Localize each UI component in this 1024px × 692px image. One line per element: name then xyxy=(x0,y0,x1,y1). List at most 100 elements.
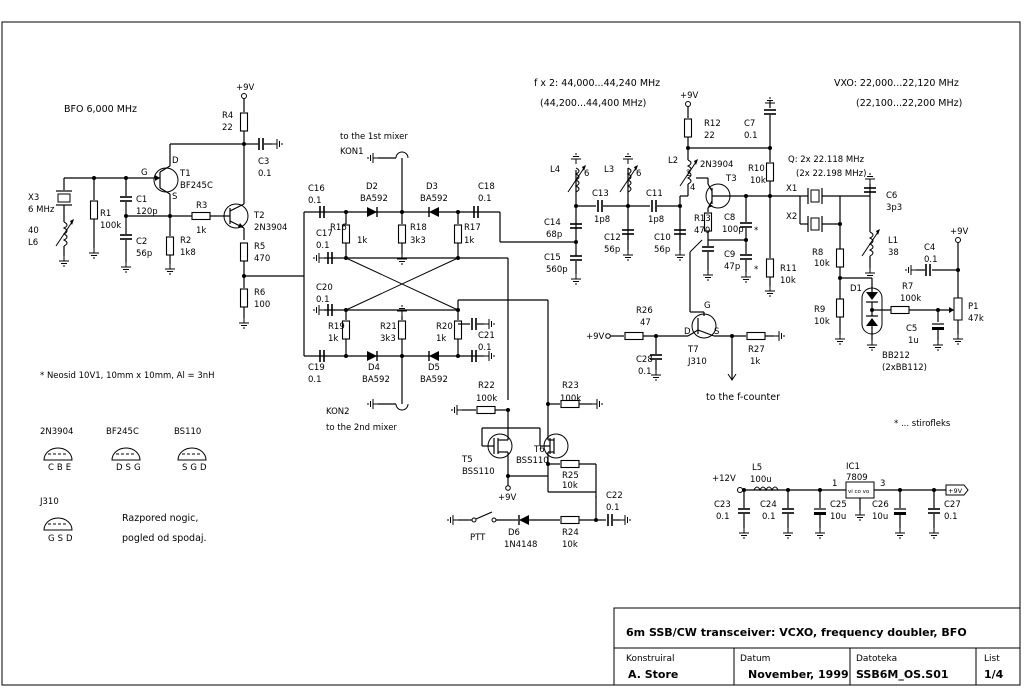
t7-pin-s: S xyxy=(714,327,719,337)
l5-value: 100u xyxy=(750,475,772,485)
t7-type: J310 xyxy=(687,357,707,367)
c25-label: C25 xyxy=(830,500,847,510)
c6-value: 3p3 xyxy=(886,203,902,213)
c18-label: C18 xyxy=(478,182,495,192)
c3-label: C3 xyxy=(258,157,269,167)
c2-value: 56p xyxy=(136,249,152,259)
r20-label: R20 xyxy=(436,322,453,332)
x3-label: X3 xyxy=(28,193,39,203)
svg-text:*: * xyxy=(754,226,758,236)
vxo-section: VXO: 22,000...22,120 MHz (22,100...22,20… xyxy=(786,78,984,429)
package-bs110: BS110 SGD xyxy=(174,427,207,473)
c18-value: 0.1 xyxy=(478,194,492,204)
note-to-mixer1: to the 1st mixer xyxy=(340,132,408,142)
r6-label: R6 xyxy=(254,288,265,298)
c28-value: 0.1 xyxy=(638,367,652,377)
c1-label: C1 xyxy=(136,195,147,205)
file-label: Datoteka xyxy=(856,654,897,664)
c12-value: 56p xyxy=(604,245,620,255)
c5-label: C5 xyxy=(906,324,917,334)
r25-value: 10k xyxy=(562,481,578,491)
l3-label: L3 xyxy=(604,165,614,175)
r5-value: 470 xyxy=(254,254,270,264)
c22-label: C22 xyxy=(606,491,623,501)
package-j310: J310 GSD xyxy=(39,497,73,544)
t3-label: T3 xyxy=(725,174,737,184)
r24-value: 10k xyxy=(562,540,578,550)
c14-value: 68p xyxy=(546,230,562,240)
vxo-note-2: (22,100...22,200 MHz) xyxy=(856,98,962,109)
c14-label: C14 xyxy=(544,218,561,228)
r9-label: R9 xyxy=(814,305,825,315)
l2-label: L2 xyxy=(668,156,678,166)
c24-label: C24 xyxy=(760,500,777,510)
rail-9v-bfo: +9V xyxy=(236,83,255,93)
p1-value: 47k xyxy=(968,314,984,324)
c11-value: 1p8 xyxy=(648,215,664,225)
t5-label: T5 xyxy=(461,455,473,465)
ic1-pin1: 1 xyxy=(832,479,837,489)
d2-label: D2 xyxy=(366,182,378,192)
ic1-pin-names: vi co vo xyxy=(848,489,870,495)
c23-value: 0.1 xyxy=(716,512,730,522)
r27-label: R27 xyxy=(748,345,765,355)
r22-value: 100k xyxy=(476,394,497,404)
t1-pin-s: S xyxy=(172,192,177,202)
d5-type: BA592 xyxy=(420,375,448,385)
c26-label: C26 xyxy=(872,500,889,510)
note-pinout-2: pogled od spodaj. xyxy=(122,533,207,544)
r5-label: R5 xyxy=(254,242,265,252)
c10-label: C10 xyxy=(654,233,671,243)
note-to-mixer2: to the 2nd mixer xyxy=(326,423,397,433)
t1-type: BF245C xyxy=(180,181,213,191)
c21-label: C21 xyxy=(478,331,495,341)
c20-label: C20 xyxy=(316,283,333,293)
r9-value: 10k xyxy=(814,317,830,327)
file-value: SSB6M_OS.S01 xyxy=(856,668,949,681)
c13-value: 1p8 xyxy=(594,215,610,225)
c24-value: 0.1 xyxy=(762,512,776,522)
r6-value: 100 xyxy=(254,300,270,310)
d6-label: D6 xyxy=(508,528,520,538)
c6-label: C6 xyxy=(886,191,897,201)
r23-value: 100k xyxy=(560,394,581,404)
l6-value: 40 xyxy=(28,226,39,236)
r26-value: 47 xyxy=(640,318,651,328)
c7-value: 0.1 xyxy=(744,131,758,141)
r26-label: R26 xyxy=(636,306,653,316)
x3-value: 6 MHz xyxy=(28,205,55,215)
r18-value: 3k3 xyxy=(410,236,426,246)
r1-label: R1 xyxy=(100,209,111,219)
r21-label: R21 xyxy=(380,322,397,332)
package-bf245c-pins: DSG xyxy=(116,463,144,473)
package-bf245c-name: BF245C xyxy=(106,427,139,437)
r17-value: 1k xyxy=(464,236,474,246)
c13-label: C13 xyxy=(592,189,609,199)
rail-12v: +12V xyxy=(712,474,736,484)
r7-value: 100k xyxy=(900,294,921,304)
d3-label: D3 xyxy=(426,182,438,192)
r8-label: R8 xyxy=(812,248,823,258)
designer-value: A. Store xyxy=(628,668,678,681)
bfo-section: BFO 6,000 MHz +9V R4 22 C3 0.1 D S G T1 … xyxy=(28,83,304,329)
designer-label: Konstruiral xyxy=(626,654,675,664)
r10-label: R10 xyxy=(748,164,765,174)
x2-label: X2 xyxy=(786,212,797,222)
t1-pin-d: D xyxy=(172,156,179,166)
ic1-label: IC1 xyxy=(846,462,860,472)
c27-value: 0.1 xyxy=(944,512,958,522)
r3-value: 1k xyxy=(196,226,206,236)
l1-label: L1 xyxy=(888,236,898,246)
l4-label: L4 xyxy=(550,165,560,175)
c19-label: C19 xyxy=(308,363,325,373)
l6-label: L6 xyxy=(28,238,38,248)
crystal-note-2: (2x 22.198 MHz) xyxy=(796,169,866,179)
rail-9v-doubler: +9V xyxy=(680,91,699,101)
c23-label: C23 xyxy=(714,500,731,510)
l1-value: 38 xyxy=(888,248,899,258)
d1-label: D1 xyxy=(850,284,862,294)
r12-label: R12 xyxy=(704,119,721,129)
t3-type: 2N3904 xyxy=(700,160,733,170)
r18-label: R18 xyxy=(410,223,427,233)
